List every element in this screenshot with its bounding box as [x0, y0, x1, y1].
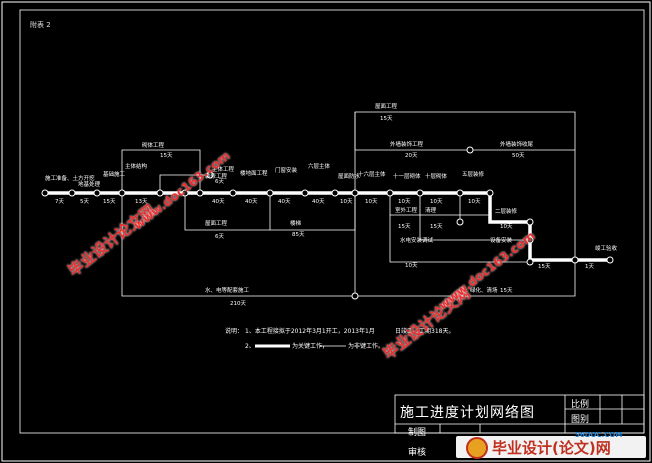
title-block-drawn-by: 制图: [408, 428, 427, 438]
title-block-drawing-no: 图别: [571, 415, 590, 425]
site-logo-text: 毕业设计(论文)网: [492, 439, 611, 457]
label-a25: 清理: [425, 206, 437, 214]
label-d20: 50天: [512, 152, 525, 159]
nodes: [41, 146, 614, 300]
noncritical-lines: [121, 111, 576, 297]
activity-labels: 施工准备、土方开挖 7天 地基处理 5天 基础施工 15天 主体结构 13天 砌…: [45, 102, 618, 307]
label-a21: 屋面工程: [375, 102, 398, 110]
sheet-label: 附表 2: [30, 21, 51, 29]
label-a6: 屋面工程: [205, 219, 228, 227]
label-d15: 10天: [468, 198, 481, 205]
label-d2: 5天: [80, 198, 89, 205]
label-a18: 水、电等配套施工: [205, 286, 250, 294]
label-a16: 二层装修: [495, 207, 518, 215]
label-d12: 10天: [365, 198, 378, 205]
label-d17: 1天: [585, 263, 594, 270]
notes-line2-end: 为非键工作。: [348, 342, 384, 350]
site-logo-bar: [456, 436, 646, 458]
label-a26: 水电安装调试: [400, 236, 434, 244]
label-a13: 十一层砌体: [393, 172, 421, 180]
label-a8: 楼地面工程: [240, 169, 268, 177]
site-logo-small: 56DOC.COM: [575, 431, 623, 439]
label-a23: 楼梯: [290, 219, 302, 227]
label-d8: 40天: [245, 198, 258, 205]
label-a1: 施工准备、土方开挖: [45, 174, 95, 182]
notes-line1: 1、本工程接拟于2012年3月1开工，2013年1月: [245, 327, 375, 335]
label-a14: 十层砌体: [425, 172, 448, 180]
label-a11: 屋面防水: [338, 172, 361, 180]
label-d18: 210天: [230, 300, 246, 307]
label-d14: 10天: [430, 198, 443, 205]
label-d5: 15天: [160, 152, 173, 159]
label-d27: 15天: [538, 263, 551, 270]
label-d21: 15天: [380, 115, 393, 122]
label-d22: 6天: [215, 178, 224, 185]
label-a17: 竣工验收: [595, 244, 618, 252]
notes-line2-prefix: 2、: [245, 343, 255, 350]
title-block-scale: 比例: [571, 400, 590, 410]
label-a10: 六层主体: [308, 162, 331, 170]
label-a3: 基础施工: [103, 170, 126, 178]
title-block: [394, 394, 645, 434]
label-d16: 10天: [500, 223, 513, 230]
label-d1: 7天: [55, 198, 64, 205]
title-block-title: 施工进度计划网络图: [400, 405, 535, 421]
label-d19: 20天: [405, 152, 418, 159]
label-d28: 15天: [500, 287, 513, 294]
inner-frame: [19, 9, 645, 434]
label-d13: 10天: [398, 198, 411, 205]
label-d9: 40天: [278, 198, 291, 205]
label-a12: 十六层主体: [358, 170, 386, 178]
label-d4: 13天: [135, 198, 148, 205]
label-a24: 室外工程: [395, 206, 418, 214]
label-d3: 15天: [103, 198, 116, 205]
notes-line2-mid: 为关键工作，: [292, 342, 328, 350]
label-d10: 40天: [312, 198, 325, 205]
label-d25: 15天: [430, 223, 443, 230]
label-d23: 85天: [292, 231, 305, 238]
notes-label: 说明：: [225, 327, 243, 335]
label-a19: 外墙装饰工程: [390, 140, 424, 148]
label-a2: 地基处理: [78, 180, 101, 188]
label-a22: 主体工程: [212, 165, 235, 173]
label-a7: 装修工程: [205, 172, 228, 180]
label-d11: 10天: [340, 198, 353, 205]
label-a4: 主体结构: [125, 162, 148, 170]
notes: 说明： 1、本工程接拟于2012年3月1开工，2013年1月 日竣工，工期318…: [225, 327, 454, 350]
site-logo-icon: [466, 437, 488, 459]
title-block-reviewed-by: 审核: [408, 448, 427, 458]
label-a27: 设备安装: [490, 236, 513, 244]
label-a20: 外墙装饰收尾: [500, 140, 534, 148]
label-a5: 砌体工程: [142, 141, 165, 149]
notes-line1-end: 日竣工，工期318天。: [395, 327, 454, 335]
label-a28: 绿化、清场: [470, 286, 498, 294]
label-d26: 10天: [405, 262, 418, 269]
label-a9: 门窗安装: [275, 166, 298, 174]
label-d6: 6天: [215, 233, 224, 240]
label-a15: 五层装修: [462, 170, 485, 178]
label-d7: 40天: [212, 198, 225, 205]
label-d24: 15天: [398, 223, 411, 230]
